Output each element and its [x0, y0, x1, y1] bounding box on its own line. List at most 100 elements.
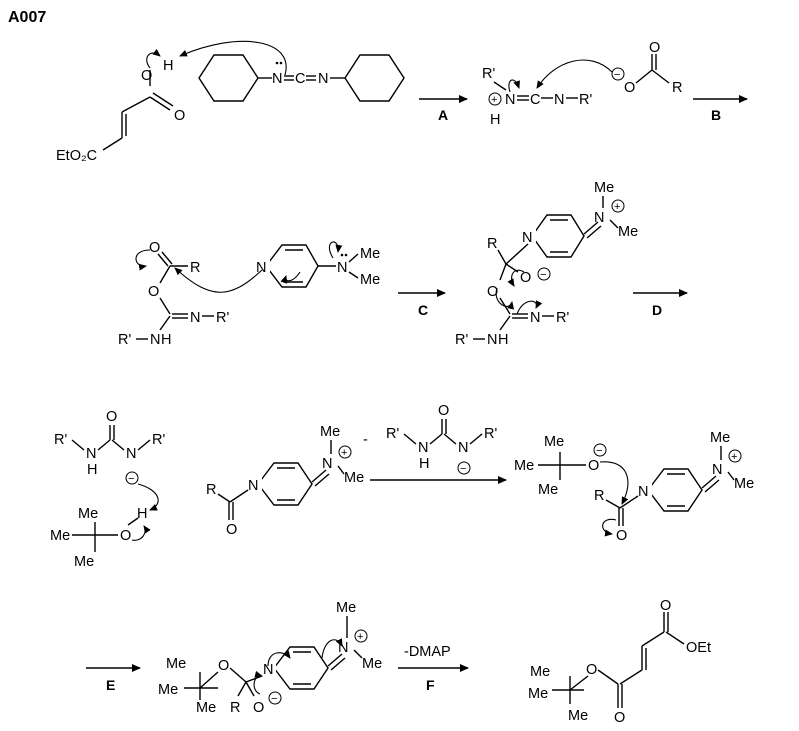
tbuo-o: O: [588, 458, 599, 474]
tert-butyl-ethyl-fumarate: Me Me Me O O O OEt: [528, 598, 711, 726]
acylpyridinium-exo-n: N: [322, 456, 332, 472]
tbuo-me-2: Me: [514, 458, 534, 474]
step-label-c: C: [418, 302, 428, 318]
int1-n: N: [530, 310, 540, 326]
acylpyridinium2-exo-n: N: [712, 462, 722, 478]
isourea-rprime: R': [216, 310, 229, 326]
second-n: N: [554, 92, 564, 108]
urea-nh-h: H: [87, 462, 97, 478]
byproduct-n-anion: N: [458, 440, 468, 456]
int1-ester-o: O: [487, 284, 498, 300]
nh-rprime-r: R': [118, 332, 131, 348]
urea-charge: −: [128, 473, 134, 485]
tetrahedral-intermediate-2: Me Me Me O R O − N N + Me Me: [158, 600, 382, 716]
nh-n: N: [150, 332, 160, 348]
tert-butoxide: Me Me Me O −: [514, 434, 607, 498]
dmap-amine-n: N: [337, 260, 347, 276]
acylpyridinium-charge: +: [341, 447, 347, 459]
acylpyridinium2-charge: +: [731, 451, 737, 463]
acyl-r: R: [190, 260, 200, 276]
int2-me-3: Me: [196, 700, 216, 716]
urea-anion: R' N H O N − R': [54, 409, 165, 485]
tbuoh-me-1: Me: [78, 506, 98, 522]
urea-n-anion: N: [126, 446, 136, 462]
exo-n: N: [594, 210, 604, 226]
int2-me-2: Me: [158, 682, 178, 698]
o-acylisourea: O R O N R' R' N H: [118, 240, 229, 348]
byproduct-rprime-2: R': [484, 426, 497, 442]
urea-nh-n: N: [86, 446, 96, 462]
int2-alkoxide-o: O: [253, 700, 264, 716]
acylpyridinium-n: N: [248, 478, 258, 494]
int1-nh-h: H: [498, 332, 508, 348]
urea-o: O: [106, 409, 117, 425]
carboxylate-o: O: [624, 80, 635, 96]
monoethyl-fumarate: O H O EtO₂C: [56, 48, 185, 164]
n-hydrogen: H: [490, 112, 500, 128]
byproduct-o: O: [438, 403, 449, 419]
carboxylate-anion: − O O R: [611, 40, 682, 96]
tetrahedral-intermediate-1: N N + Me Me R O − O N R' R' N H: [455, 180, 638, 348]
acylpyridinium2-n: N: [638, 484, 648, 500]
int2-alkoxide-charge: −: [271, 693, 277, 705]
acid-hydrogen: H: [163, 58, 173, 74]
iminium-n: N: [505, 92, 515, 108]
tbuoh-o: O: [120, 528, 131, 544]
ester-o: O: [148, 284, 159, 300]
dmap: N N Me Me: [256, 241, 380, 288]
int2-exo-charge: +: [357, 631, 363, 643]
int1-rprime: R': [556, 310, 569, 326]
dcc-c: C: [295, 71, 305, 87]
acylpyridinium-me-1: Me: [320, 424, 340, 440]
int2-me-5: Me: [362, 656, 382, 672]
acylpyridinium2-me-2: Me: [734, 476, 754, 492]
acid-oxygen: O: [141, 68, 152, 84]
int2-pyridinium-n: N: [263, 662, 273, 678]
int2-exo-n: N: [338, 640, 348, 656]
dmap-pyridine-n: N: [256, 260, 266, 276]
product-me-3: Me: [568, 708, 588, 724]
carbonyl-oxygen: O: [174, 108, 185, 124]
step-label-e: E: [106, 677, 115, 693]
acylpyridinium2-o: O: [616, 528, 627, 544]
byproduct-nh-h: H: [419, 456, 429, 472]
acyl-o: O: [149, 240, 160, 256]
nh-h: H: [161, 332, 171, 348]
int2-ether-o: O: [218, 658, 229, 674]
product-ester-o: O: [586, 662, 597, 678]
byproduct-charge: −: [460, 463, 466, 475]
acylpyridinium-o: O: [226, 522, 237, 538]
tbuo-charge: −: [596, 445, 602, 457]
tert-butanol: Me Me Me O H: [50, 506, 151, 570]
int2-me-1: Me: [166, 656, 186, 672]
ethyl-ester-label: EtO₂C: [56, 148, 97, 164]
tbuoh-me-2: Me: [50, 528, 70, 544]
dcc-n1: N: [272, 71, 282, 87]
protonated-carbodiimide: R' + N H C N R': [482, 66, 592, 128]
tbuoh-me-3: Me: [74, 554, 94, 570]
tbuoh-h: H: [137, 506, 147, 522]
int1-r: R: [487, 236, 497, 252]
product-me-2: Me: [528, 686, 548, 702]
urea-byproduct: - R' N H O N − R': [363, 403, 497, 475]
int2-r: R: [230, 700, 240, 716]
urea-rprime-1: R': [54, 432, 67, 448]
step-label-b: B: [711, 107, 721, 123]
step-label-f: F: [426, 677, 435, 693]
acylpyridinium2-me-1: Me: [710, 430, 730, 446]
step-label-d: D: [652, 302, 662, 318]
isourea-n: N: [190, 310, 200, 326]
byproduct-nh-n: N: [418, 440, 428, 456]
dcc-n2: N: [318, 71, 328, 87]
acylpyridinium-me-2: Me: [344, 470, 364, 486]
urea-rprime-2: R': [152, 432, 165, 448]
dcc-carbodiimide: N C N: [198, 54, 405, 102]
alkoxide-charge: −: [540, 269, 546, 281]
tbuo-me-3: Me: [538, 482, 558, 498]
acylpyridinium-2: N N + Me Me R O: [594, 430, 754, 544]
exo-me-2: Me: [618, 224, 638, 240]
dmap-me-2: Me: [360, 272, 380, 288]
charge-minus: −: [614, 69, 620, 81]
byproduct-dash: -: [363, 432, 368, 448]
